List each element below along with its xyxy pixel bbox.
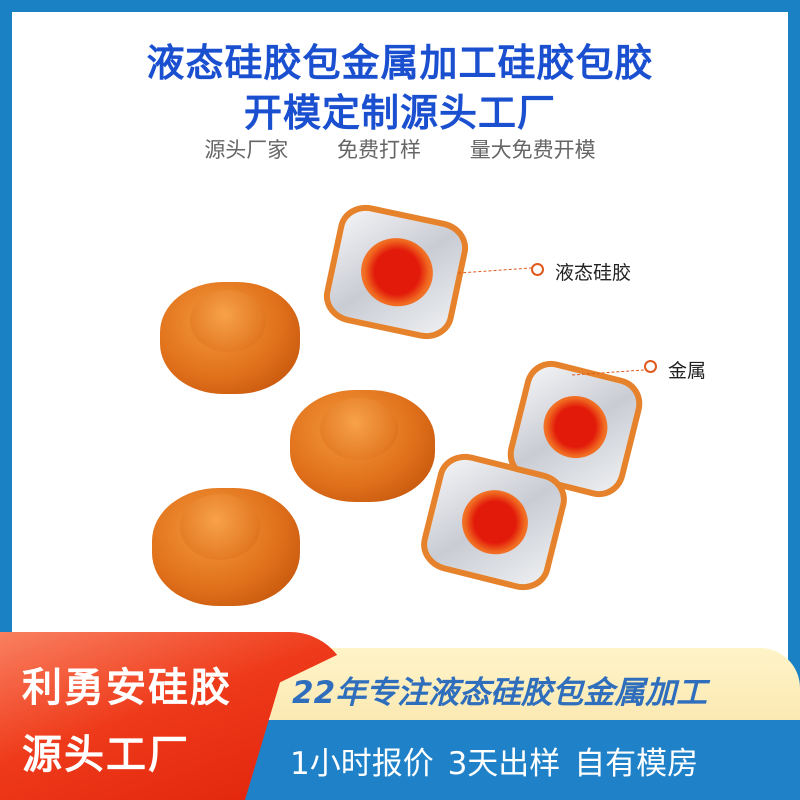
rubber-part-middle (290, 390, 435, 502)
subtitle-item: 源头厂家 (204, 138, 289, 162)
brand-tagline: 源头工厂 (22, 732, 190, 778)
features-band (200, 720, 800, 800)
subtitle-item: 量大免费开模 (469, 138, 596, 162)
title-line-2: 开模定制源头工厂 (243, 91, 556, 135)
rubber-part-back (160, 282, 300, 394)
rubber-part-front (152, 488, 300, 606)
subtitle: 源头厂家 免费打样 量大免费开模 (0, 134, 800, 164)
headline-band (270, 648, 800, 720)
callout-silicone: 液态硅胶 (555, 262, 632, 284)
callout-dot-metal (644, 360, 657, 373)
brand-name: 利勇安硅胶 (22, 665, 232, 711)
callout-dot-silicone (531, 263, 544, 276)
subtitle-item: 免费打样 (337, 138, 421, 162)
callout-metal: 金属 (668, 360, 707, 382)
headline-text: 22年专注液态硅胶包金属加工 (292, 675, 708, 711)
features-text: 1小时报价 3天出样 自有模房 (290, 746, 699, 782)
title-line-1: 液态硅胶包金属加工硅胶包胶 (146, 41, 654, 85)
